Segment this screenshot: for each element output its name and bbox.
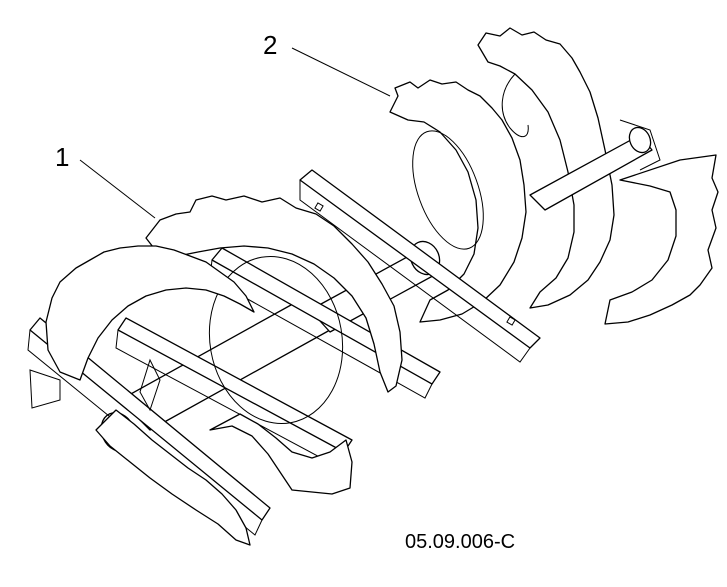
callout-2-leader bbox=[291, 47, 391, 97]
callout-1-leader bbox=[79, 159, 156, 219]
paddle-blade-front bbox=[29, 317, 271, 521]
paddle-blade-middle bbox=[117, 317, 353, 453]
shaft-end-rear bbox=[628, 126, 652, 154]
front-auger-flight bbox=[29, 195, 403, 546]
figure-code: 05.09.006-C bbox=[405, 531, 515, 553]
callout-2-label: 2 bbox=[263, 30, 277, 60]
paddle-blades bbox=[27, 169, 541, 536]
rear-auger-flight bbox=[389, 27, 719, 325]
callout-1-label: 1 bbox=[55, 142, 69, 172]
paddle-blade-rear bbox=[299, 169, 541, 349]
